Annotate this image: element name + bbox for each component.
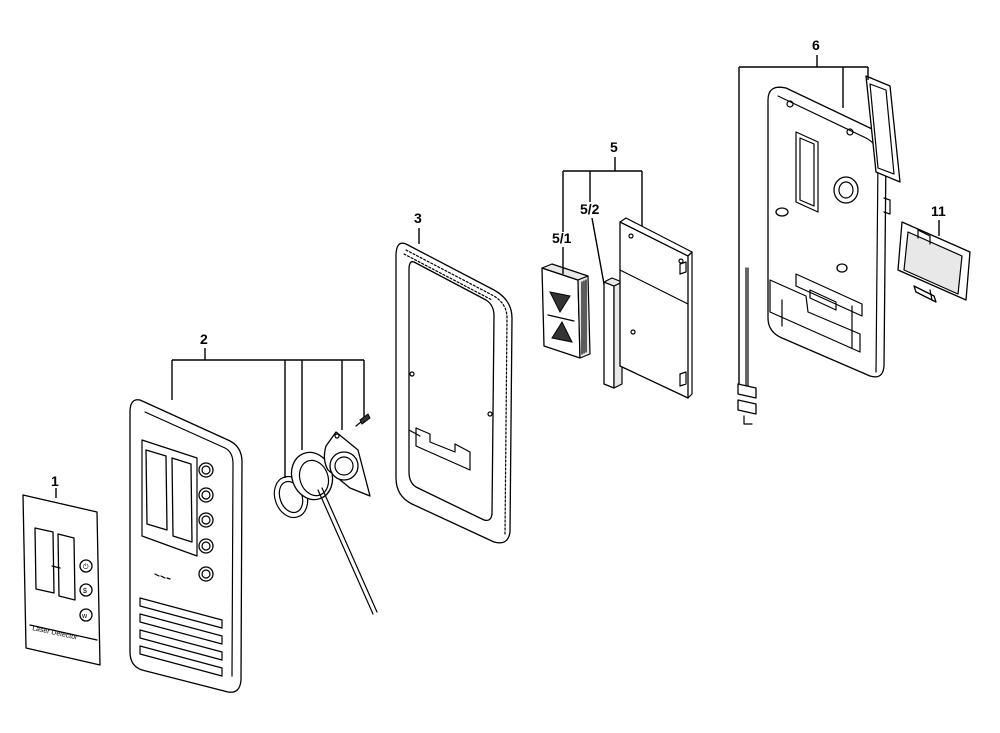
callout-2: 2 [171, 331, 365, 478]
callout-5-1-label: 5/1 [552, 230, 572, 246]
svg-text:w: w [81, 613, 88, 620]
part-1-label-plate: ⏻ $ w Laser Detector [22, 494, 101, 666]
callout-11-label: 11 [931, 203, 946, 219]
part-6-label-sheet [865, 75, 901, 183]
part-5-pcb [619, 217, 693, 399]
part-3-frame [395, 242, 513, 544]
callout-5-2-label: 5/2 [580, 201, 600, 217]
part-2-front-cover [129, 399, 243, 693]
part-5-1-sensor [541, 263, 591, 359]
callout-5: 5 [562, 139, 643, 226]
callout-1-label: 1 [51, 473, 59, 489]
callout-5-1: 5/1 [552, 196, 572, 274]
callout-5-label: 5 [610, 139, 618, 155]
part-11-battery-cover [897, 221, 971, 303]
callout-1: 1 [51, 473, 59, 498]
callout-3: 3 [414, 210, 422, 244]
part-5-2-connector-strip [603, 277, 623, 389]
part-2-membrane-wire [290, 451, 378, 615]
svg-text:$: $ [83, 588, 87, 595]
part-2-holder-plate [323, 431, 371, 497]
svg-text:⏻: ⏻ [83, 563, 89, 571]
part-6-contact-wire [737, 267, 757, 425]
part-2-screw [355, 413, 371, 427]
callout-5-2: 5/2 [580, 196, 605, 285]
callout-6-label: 6 [812, 37, 820, 53]
callout-3-label: 3 [414, 210, 422, 226]
callout-11: 11 [931, 203, 946, 236]
callout-2-label: 2 [200, 331, 208, 347]
callout-6: 6 [738, 37, 869, 384]
